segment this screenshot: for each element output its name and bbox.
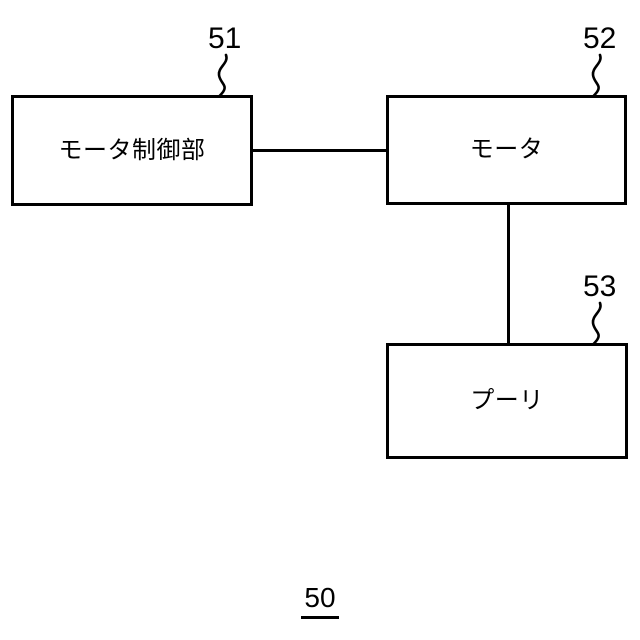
leader-line-53	[589, 301, 602, 349]
block-motor-label: モータ	[469, 136, 544, 163]
leader-line-51	[215, 53, 228, 101]
block-pulley: プーリ	[386, 343, 628, 459]
leader-line-52	[589, 53, 602, 101]
block-motor-control-unit-label: モータ制御部	[58, 136, 206, 164]
figure-number: 50	[0, 584, 640, 619]
reference-numeral-52: 52	[583, 22, 617, 55]
reference-numeral-51: 51	[208, 22, 242, 55]
figure-number-text: 50	[301, 584, 339, 619]
connector-motor-to-pulley	[507, 203, 510, 345]
block-motor-control-unit: モータ制御部	[11, 95, 253, 206]
block-motor: モータ	[386, 95, 627, 205]
reference-numeral-53: 53	[583, 270, 617, 303]
block-pulley-label: プーリ	[470, 387, 544, 414]
connector-motor-control-to-motor	[250, 149, 388, 152]
